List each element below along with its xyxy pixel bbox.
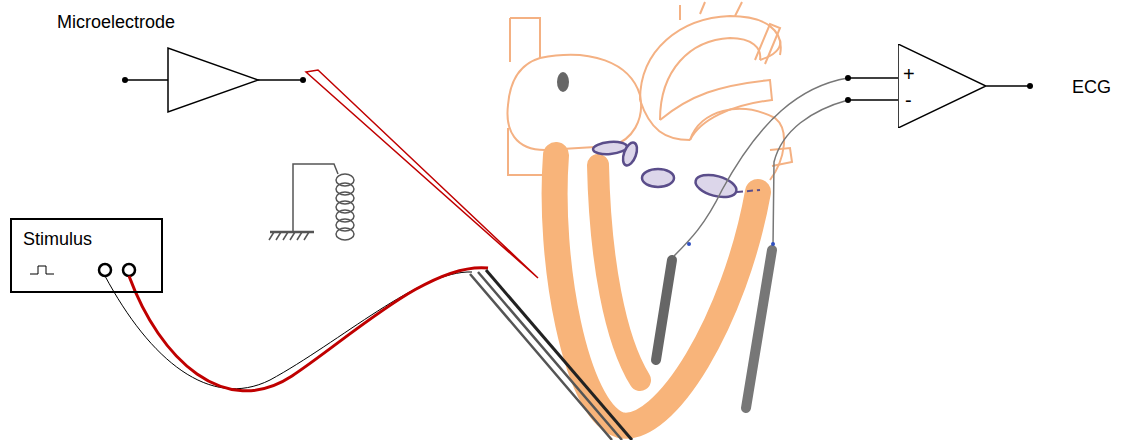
ecg-electrode bbox=[746, 250, 772, 408]
stimulator-box: Stimulus bbox=[10, 218, 163, 293]
stimulating-electrode bbox=[470, 272, 622, 440]
left-atrium bbox=[690, 109, 784, 180]
valve bbox=[642, 169, 674, 187]
sinus-node bbox=[557, 72, 569, 92]
lead-marker bbox=[771, 242, 775, 246]
amplifier-outline bbox=[898, 44, 986, 128]
ecg-electrode bbox=[656, 260, 672, 360]
terminal-dot bbox=[300, 77, 306, 83]
vessel bbox=[640, 100, 690, 140]
coil-loop bbox=[336, 228, 354, 240]
wire bbox=[986, 85, 1030, 87]
stimulating-electrode bbox=[486, 270, 632, 440]
wire bbox=[848, 77, 898, 79]
ground-coil-symbol bbox=[269, 164, 354, 240]
output-terminal bbox=[99, 264, 111, 276]
vena-cava bbox=[510, 18, 540, 62]
vessel bbox=[755, 24, 780, 64]
ground-bar bbox=[270, 231, 314, 234]
amplifier-node: +- bbox=[898, 44, 986, 128]
wire bbox=[293, 164, 338, 232]
valve bbox=[593, 141, 628, 156]
terminal-dot bbox=[1027, 83, 1033, 89]
lead-marker bbox=[687, 242, 691, 246]
micropipette bbox=[306, 70, 538, 278]
ground-hatch bbox=[269, 232, 309, 240]
valve bbox=[620, 141, 639, 168]
heart-valves bbox=[593, 141, 739, 202]
pulmonary-artery bbox=[660, 40, 780, 140]
box-title: Stimulus bbox=[23, 229, 92, 250]
right-atrium bbox=[507, 55, 641, 150]
electrode-label: Microelectrode bbox=[57, 12, 175, 33]
pin-label: + bbox=[903, 63, 915, 86]
wire bbox=[848, 99, 898, 101]
wire bbox=[125, 79, 168, 81]
ecg-lead bbox=[773, 100, 848, 246]
pulse-symbol bbox=[30, 266, 54, 274]
valve bbox=[693, 171, 739, 201]
output-label: ECG bbox=[1072, 77, 1111, 98]
output-terminal bbox=[123, 264, 135, 276]
stimulus-wire bbox=[129, 268, 488, 391]
aortic-branches bbox=[680, 2, 742, 20]
pin-label: - bbox=[905, 89, 912, 112]
wire bbox=[258, 79, 303, 81]
amplifier-symbol bbox=[898, 44, 986, 128]
amplifier-symbol bbox=[168, 48, 258, 112]
ecg-lead bbox=[674, 78, 848, 256]
valve-ring bbox=[737, 190, 760, 192]
aorta bbox=[640, 16, 781, 120]
septum bbox=[598, 165, 640, 380]
